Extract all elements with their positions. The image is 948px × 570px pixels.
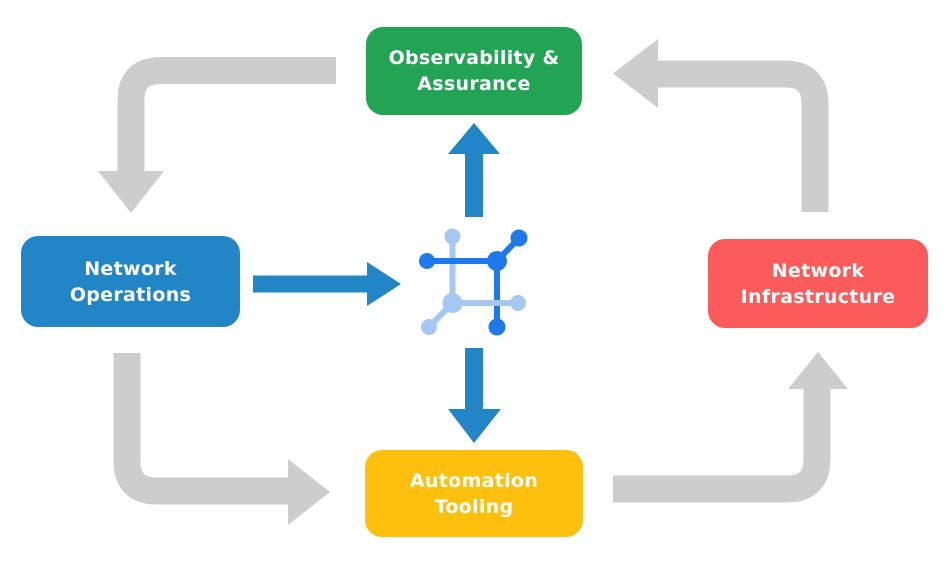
- node-network-infrastructure: Network Infrastructure: [708, 239, 928, 328]
- flow-arrow-operations-to-automation: [113, 353, 288, 505]
- flow-arrow-operations-to-center-arrowhead: [367, 262, 401, 306]
- node-label-line: Assurance: [417, 73, 531, 95]
- flow-arrow-center-to-observability-arrowhead: [448, 123, 500, 154]
- flow-arrow-infrastructure-to-observability-arrowhead: [613, 39, 658, 108]
- flow-arrow-automation-to-infrastructure-arrowhead: [788, 352, 848, 389]
- network-mesh-icon-light-back: [421, 228, 461, 335]
- flow-arrow-center-to-automation-arrowhead: [448, 409, 501, 443]
- flow-arrow-observability-to-operations-arrowhead: [98, 171, 164, 213]
- node-label-line: Operations: [69, 283, 192, 306]
- node-observability-assurance: Observability & Assurance: [366, 27, 582, 115]
- network-mesh-icon-light-front: [442, 293, 526, 313]
- node-label-line: Network: [771, 259, 865, 282]
- node-label-line: Tooling: [434, 495, 514, 518]
- node-label-line: Automation: [409, 469, 539, 492]
- flow-arrow-infrastructure-to-observability: [658, 60, 829, 212]
- node-label-line: Network: [84, 257, 177, 280]
- network-mesh-icon-dark: [419, 229, 528, 336]
- flow-arrow-automation-to-infrastructure: [613, 388, 831, 503]
- flow-arrow-operations-to-automation-arrowhead: [288, 459, 330, 525]
- node-automation-tooling: Automation Tooling: [365, 450, 583, 537]
- node-label-line: Observability &: [388, 47, 560, 69]
- flow-arrow-observability-to-operations: [117, 57, 336, 172]
- blue-flow-arrows: [253, 123, 501, 443]
- gray-flow-arrows: [98, 39, 848, 525]
- node-network-operations: Network Operations: [21, 236, 240, 327]
- node-label-line: Infrastructure: [740, 285, 896, 308]
- network-mesh-icon: [419, 228, 528, 336]
